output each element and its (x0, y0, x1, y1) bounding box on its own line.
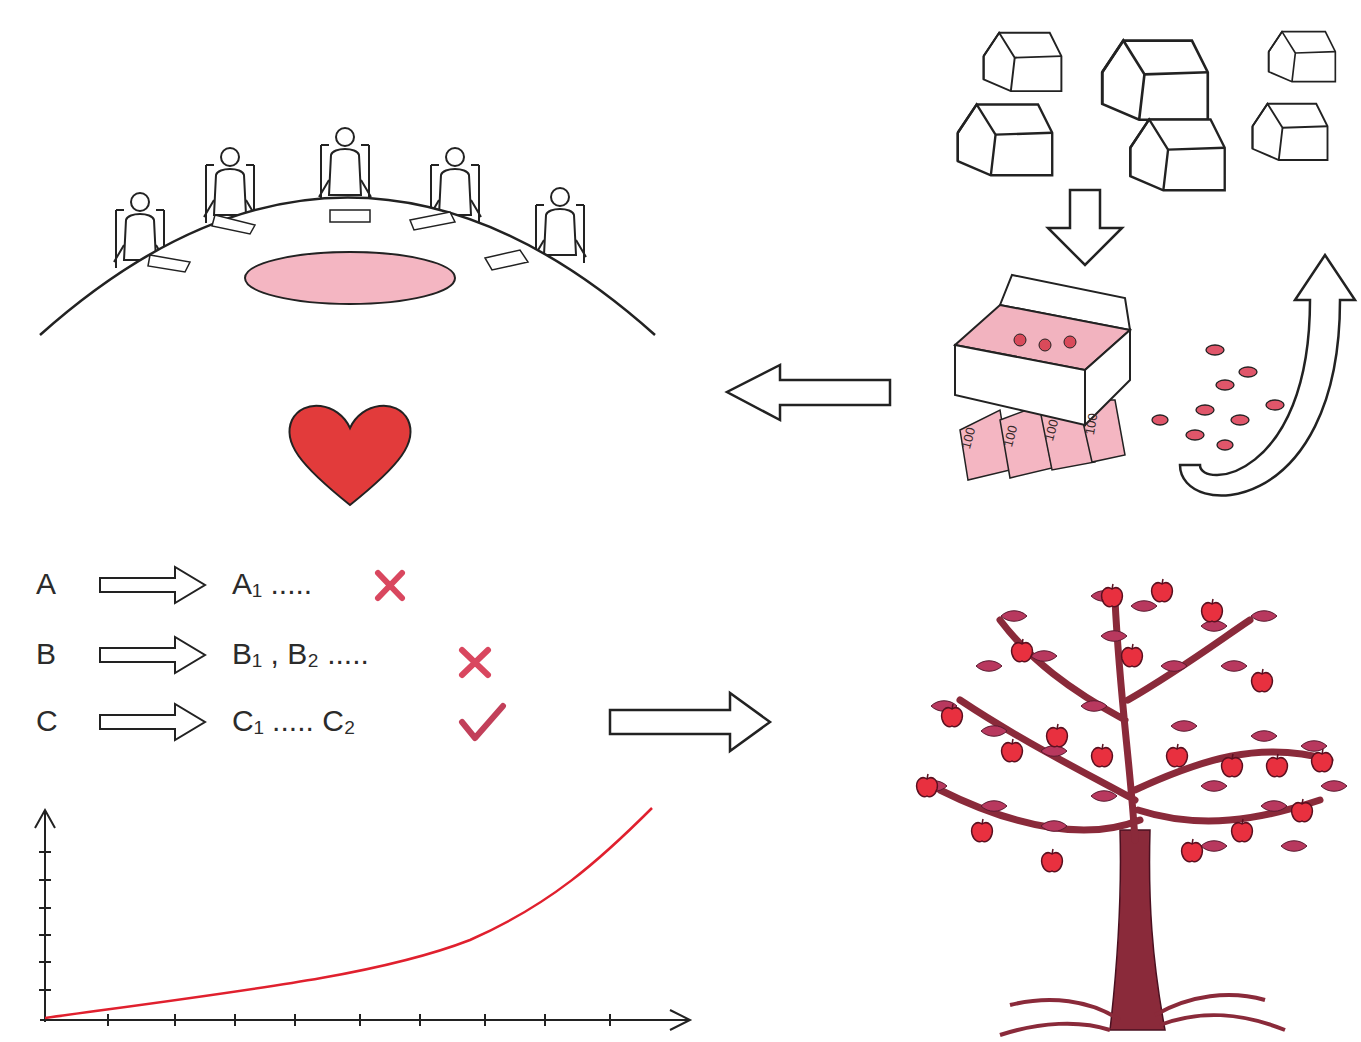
right-arrow (610, 693, 770, 751)
option-variants: C₁ ..... C₂ (232, 704, 355, 737)
down-arrow (1048, 190, 1122, 265)
option-letter: C (36, 704, 58, 737)
houses (958, 32, 1336, 191)
cross-mark (378, 573, 488, 675)
check-mark (462, 706, 503, 738)
option-arrows (100, 567, 205, 740)
meeting-table (40, 128, 655, 335)
return-arrow (1180, 255, 1355, 496)
apple-tree (917, 579, 1347, 1035)
option-letter: A (36, 567, 56, 600)
heart (289, 406, 410, 505)
option-variants: B₁ , B₂ ..... (232, 637, 369, 670)
left-arrow (727, 365, 890, 420)
person (319, 128, 371, 203)
option-variants: A₁ ..... (232, 567, 312, 600)
money-box (955, 275, 1284, 480)
growth-chart (35, 808, 690, 1030)
option-letter: B (36, 637, 56, 670)
